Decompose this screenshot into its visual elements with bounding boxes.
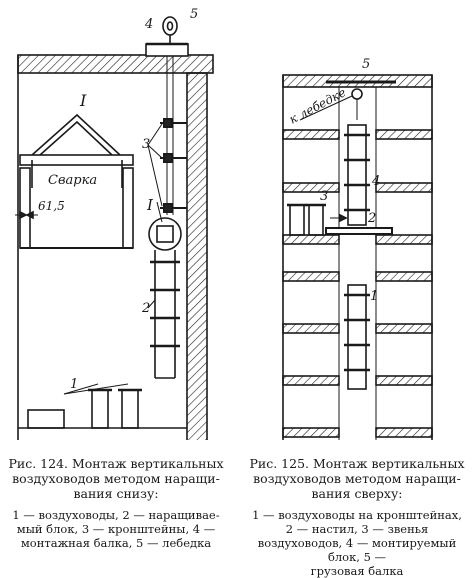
mounted-block bbox=[344, 124, 370, 226]
label-fig125-5: 5 bbox=[362, 57, 370, 72]
caption-fig125-line1: Рис. 125. Монтаж вертикальных bbox=[249, 456, 465, 471]
figures-drawing: I I Сварка 61,5 1 2 3 4 5 bbox=[15, 7, 433, 440]
caption-fig124: Рис. 124. Монтаж вертикальных воздуховод… bbox=[6, 456, 226, 501]
label-fig124-3: 3 bbox=[142, 137, 150, 152]
welding-frame bbox=[15, 113, 134, 249]
label-svarka: Сварка bbox=[48, 173, 97, 188]
duct-links-stored bbox=[287, 203, 326, 236]
label-fig125-3: 3 bbox=[320, 189, 328, 204]
label-fig125-4: 4 bbox=[371, 174, 380, 189]
figure-124-drawing bbox=[15, 16, 214, 440]
ducts-on-brackets bbox=[344, 284, 370, 390]
detail-circle bbox=[148, 217, 182, 251]
duct-stack bbox=[150, 250, 180, 379]
floor-ducts bbox=[27, 383, 142, 429]
legend-fig124-line3: монтажная балка, 5 — лебедка bbox=[20, 536, 212, 550]
label-fig124-5: 5 bbox=[190, 7, 198, 22]
legend-fig124-line1: 1 — воздуховоды, 2 — наращивае- bbox=[12, 508, 220, 522]
caption-fig124-line3: вания снизу: bbox=[73, 486, 159, 501]
label-fig124-2: 2 bbox=[141, 301, 150, 316]
right-wall bbox=[186, 72, 208, 440]
figure-125-drawing bbox=[282, 74, 433, 440]
label-dim: 61,5 bbox=[38, 199, 65, 213]
label-fig124-4: 4 bbox=[144, 17, 153, 32]
caption-fig125: Рис. 125. Монтаж вертикальных воздуховод… bbox=[244, 456, 470, 501]
legend-fig125-line2: 2 — настил, 3 — звенья воздуховодов, 4 —… bbox=[257, 522, 457, 564]
floor-slabs-125 bbox=[282, 129, 433, 438]
legend-fig125-line3: грузовая балка bbox=[310, 564, 404, 578]
brackets bbox=[160, 118, 187, 213]
label-roman-I-top: I bbox=[79, 91, 87, 110]
legend-fig124: 1 — воздуховоды, 2 — наращивае- мый блок… bbox=[4, 508, 228, 550]
caption-fig125-line2: воздуховодов методом наращи- bbox=[253, 471, 461, 486]
caption-fig125-line3: вания сверху: bbox=[311, 486, 403, 501]
label-fig125-2: 2 bbox=[367, 211, 376, 226]
legend-fig124-line2: мый блок, 3 — кронштейны, 4 — bbox=[16, 522, 216, 536]
caption-fig124-line2: воздуховодов методом наращи- bbox=[12, 471, 220, 486]
winch-hook bbox=[162, 16, 178, 36]
label-fig125-1: 1 bbox=[370, 289, 378, 304]
platform bbox=[325, 227, 393, 235]
label-fig124-1: 1 bbox=[70, 377, 78, 392]
ceiling-slab bbox=[17, 54, 214, 74]
label-roman-I-detail: I bbox=[146, 196, 154, 214]
mounting-beam bbox=[145, 43, 189, 57]
caption-fig124-line1: Рис. 124. Монтаж вертикальных bbox=[8, 456, 224, 471]
legend-fig125-line1: 1 — воздуховоды на кронштейнах, bbox=[252, 508, 462, 522]
legend-fig125: 1 — воздуховоды на кронштейнах, 2 — наст… bbox=[244, 508, 470, 578]
